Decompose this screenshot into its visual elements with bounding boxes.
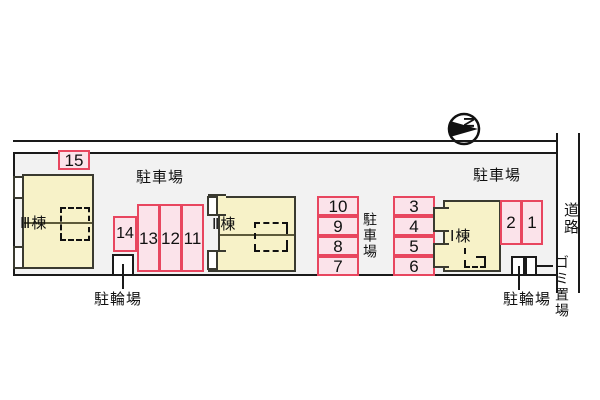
bicycle-parking-west-label: 駐輪場 — [94, 291, 143, 308]
building-1-dash-top — [476, 256, 486, 258]
north-arrow-icon — [447, 112, 481, 146]
building-3-midline — [24, 222, 92, 224]
parking-stall-6[interactable]: 6 — [393, 256, 435, 276]
parking-stall-9[interactable]: 9 — [317, 216, 359, 236]
parking-label-right: 駐車場 — [473, 167, 522, 184]
parking-stall-10[interactable]: 10 — [317, 196, 359, 216]
parking-stall-3[interactable]: 3 — [393, 196, 435, 216]
parking-stall-4[interactable]: 4 — [393, 216, 435, 236]
building-2-stub-bottom — [207, 250, 218, 270]
building-1-wing-lower — [433, 243, 449, 268]
parking-stall-7[interactable]: 7 — [317, 256, 359, 276]
building-3-dash-vertical-3 — [88, 227, 90, 241]
building-1-wing-upper — [433, 207, 449, 232]
building-3-dash-vertical-2 — [88, 207, 90, 221]
bicycle-parking-east-label: 駐輪場 — [503, 291, 552, 308]
garbage-area-label: ゴミ置場 — [554, 255, 570, 319]
parking-label-center: 駐車場 — [362, 212, 378, 260]
building-2-midline — [220, 234, 294, 236]
building-2-stub-top — [207, 196, 218, 216]
north-label: N — [460, 117, 477, 128]
building-1-dash-vertical-2 — [484, 256, 486, 268]
garbage-area-leader — [537, 265, 553, 267]
parking-stall-15[interactable]: 15 — [58, 150, 90, 170]
building-1 — [443, 200, 501, 272]
building-2-label: Ⅱ棟 — [212, 216, 237, 233]
building-3-dash-vertical — [60, 207, 62, 239]
building-3-dash-upper — [60, 207, 90, 209]
building-3-dash-lower — [60, 239, 90, 241]
road-boundary-line — [578, 133, 580, 293]
road-label: 道路 — [562, 202, 579, 236]
building-2-dash-lower — [254, 250, 288, 252]
building-1-label: Ⅰ棟 — [450, 228, 472, 245]
bicycle-parking-west-leader — [122, 264, 124, 289]
parking-stall-1[interactable]: 1 — [521, 200, 543, 245]
parking-stall-2[interactable]: 2 — [500, 200, 522, 245]
building-2-dash-upper — [254, 222, 288, 224]
garbage-area-box — [525, 256, 537, 276]
building-3-label: Ⅲ棟 — [20, 215, 48, 232]
parking-stall-12[interactable]: 12 — [159, 204, 182, 272]
plan-top-rule — [13, 140, 558, 142]
parking-stall-14[interactable]: 14 — [113, 216, 137, 252]
building-2-dash-vertical-3 — [286, 240, 288, 252]
building-2-dash-vertical — [254, 222, 256, 250]
parking-stall-13[interactable]: 13 — [137, 204, 160, 272]
building-3 — [22, 174, 94, 269]
parking-stall-8[interactable]: 8 — [317, 236, 359, 256]
bicycle-parking-east-leader — [518, 266, 520, 290]
building-1-dash-vertical — [464, 248, 466, 266]
parking-label-left: 駐車場 — [136, 169, 185, 186]
parking-stall-5[interactable]: 5 — [393, 236, 435, 256]
building-2-dash-vertical-2 — [286, 222, 288, 234]
building-3-stub-top — [13, 176, 24, 199]
building-1-dash-bottom — [464, 266, 486, 268]
parking-stall-11[interactable]: 11 — [181, 204, 204, 272]
building-3-stub-bottom — [13, 246, 24, 269]
